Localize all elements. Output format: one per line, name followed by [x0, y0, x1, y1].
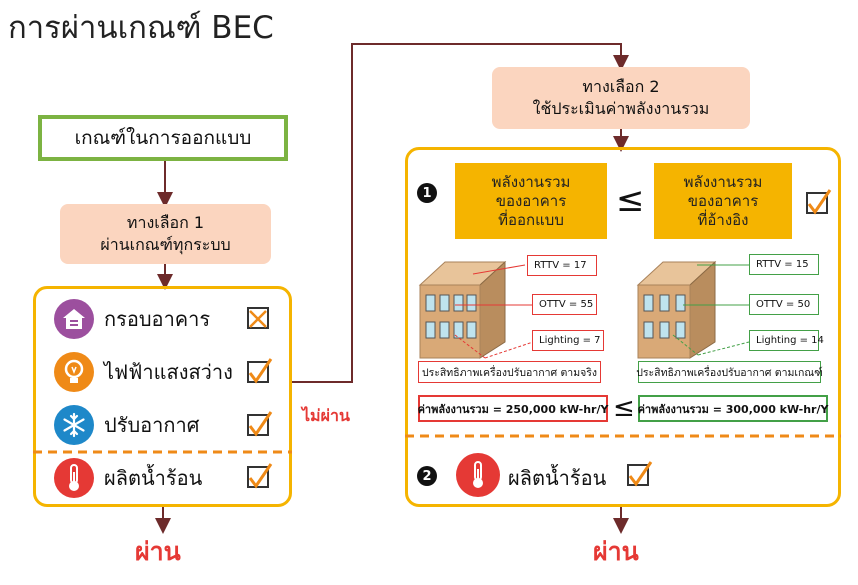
snowflake-icon	[54, 405, 94, 445]
step-number-1: 1	[417, 183, 437, 203]
systems-box	[33, 286, 292, 507]
checkbox-hotwater-passed	[247, 463, 273, 489]
checkmark-icon	[807, 189, 832, 215]
arrow-fail-to-option2	[292, 43, 629, 383]
step-number-2: 2	[417, 466, 437, 486]
reference-ottv-label: OTTV = 50	[749, 294, 819, 315]
system-label-aircon: ปรับอากาศ	[104, 413, 200, 437]
checkmark-icon	[248, 411, 273, 437]
less-equal-symbol: ≤	[616, 180, 645, 220]
reference-rttv-label: RTTV = 15	[749, 254, 819, 275]
designed-energy-box: พลังงานรวม ของอาคาร ที่ออกแบบ	[455, 163, 607, 239]
reference-lighting-label: Lighting = 14	[749, 330, 824, 351]
option2-title: ทางเลือก 2	[582, 77, 660, 96]
reference-energy-line2: ของอาคาร	[687, 191, 759, 210]
designed-ottv-label: OTTV = 55	[532, 294, 597, 315]
reference-energy-box: พลังงานรวม ของอาคาร ที่อ้างอิง	[654, 163, 792, 239]
system-row-hotwater: ผลิตน้ำร้อน	[54, 456, 202, 500]
system-label-envelope: กรอบอาคาร	[104, 307, 211, 331]
pass-label-option2: ผ่าน	[593, 537, 639, 566]
thermometer-icon	[54, 458, 94, 498]
checkmark-icon	[248, 463, 273, 489]
pass-label-option1: ผ่าน	[135, 537, 181, 566]
reference-energy-line1: พลังงานรวม	[683, 172, 763, 191]
lightbulb-icon	[54, 352, 94, 392]
checkbox-lighting-passed	[247, 358, 273, 384]
house-icon	[54, 299, 94, 339]
system-row-aircon: ปรับอากาศ	[54, 403, 199, 447]
option1-box: ทางเลือก 1 ผ่านเกณฑ์ทุกระบบ	[60, 204, 271, 264]
designed-efficiency-label: ประสิทธิภาพเครื่องปรับอากาศ ตามจริง	[418, 361, 601, 383]
option2-box: ทางเลือก 2 ใช้ประเมินค่าพลังงานรวม	[492, 67, 750, 129]
thermometer-icon	[456, 453, 500, 497]
option2-subtitle: ใช้ประเมินค่าพลังงานรวม	[532, 99, 710, 118]
option1-title: ทางเลือก 1	[126, 213, 205, 232]
design-criteria-box: เกณฑ์ในการออกแบบ	[38, 115, 288, 161]
system-row-lighting: ไฟฟ้าแสงสว่าง	[54, 350, 233, 394]
checkmark-icon	[628, 461, 653, 487]
reference-efficiency-label: ประสิทธิภาพเครื่องปรับอากาศ ตามเกณฑ์	[636, 361, 823, 383]
designed-energy-total: ค่าพลังงานรวม = 250,000 kW-hr/Y	[418, 395, 608, 422]
designed-energy-line3: ที่ออกแบบ	[498, 210, 564, 229]
cross-icon	[249, 310, 267, 328]
designed-lighting-label: Lighting = 7	[532, 330, 604, 351]
design-criteria-label: เกณฑ์ในการออกแบบ	[74, 127, 252, 149]
checkbox-energy-passed	[806, 189, 832, 215]
comparison-box	[405, 147, 841, 507]
system-row-envelope: กรอบอาคาร	[54, 297, 210, 341]
designed-rttv-label: RTTV = 17	[527, 255, 597, 276]
checkmark-icon	[248, 358, 273, 384]
designed-energy-line1: พลังงานรวม	[491, 172, 571, 191]
system-label-lighting: ไฟฟ้าแสงสว่าง	[104, 360, 233, 384]
page-title: การผ่านเกณฑ์ BEC	[8, 10, 274, 46]
divider-dashed	[33, 450, 292, 454]
designed-building-illustration	[418, 260, 534, 359]
fail-label: ไม่ผ่าน	[302, 406, 350, 425]
hot-water-label: ผลิตน้ำร้อน	[508, 466, 607, 490]
divider-dashed	[405, 434, 841, 438]
checkbox-envelope-failed	[247, 307, 269, 329]
checkbox-hotwater-step2-passed	[627, 461, 653, 487]
reference-building-illustration	[636, 260, 750, 359]
checkbox-aircon-passed	[247, 411, 273, 437]
energy-less-equal-symbol: ≤	[613, 393, 635, 423]
designed-energy-line2: ของอาคาร	[495, 191, 567, 210]
system-label-hotwater: ผลิตน้ำร้อน	[104, 466, 203, 490]
option1-subtitle: ผ่านเกณฑ์ทุกระบบ	[100, 235, 231, 254]
reference-energy-total: ค่าพลังงานรวม = 300,000 kW-hr/Y	[638, 395, 828, 422]
reference-energy-line3: ที่อ้างอิง	[697, 210, 749, 229]
